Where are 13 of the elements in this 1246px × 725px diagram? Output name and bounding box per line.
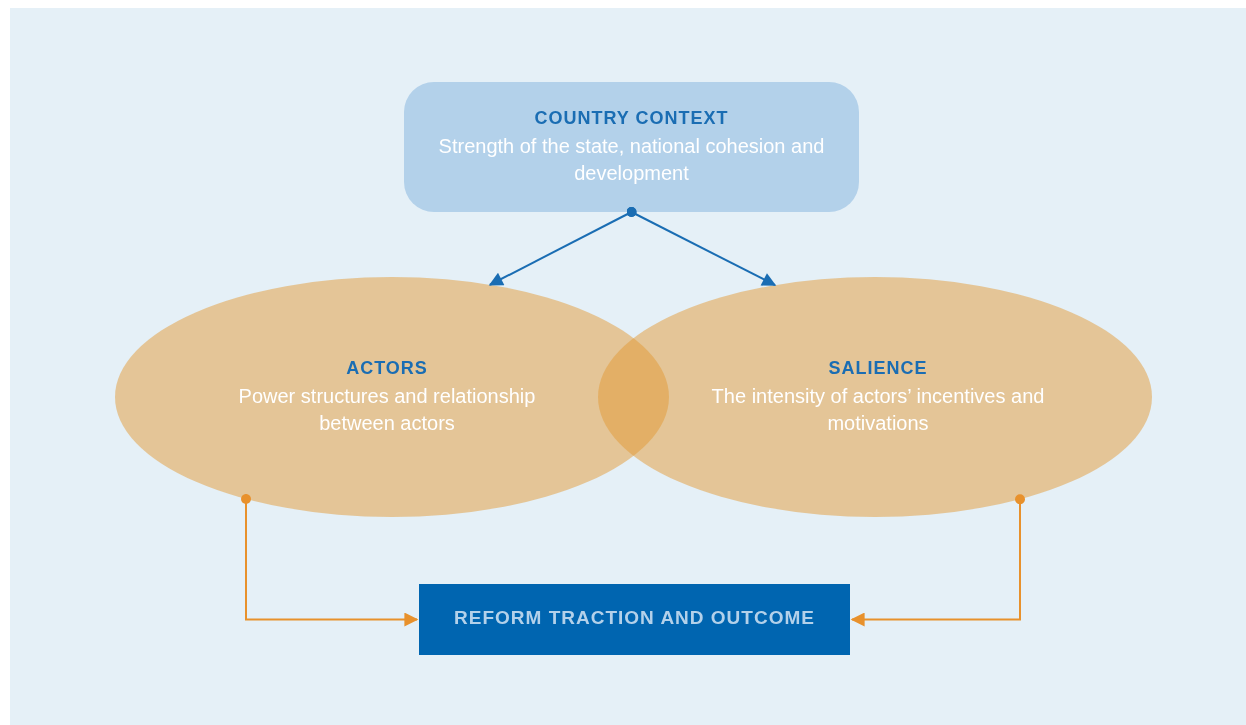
heading: REFORM TRACTION AND OUTCOME: [454, 606, 815, 629]
arrow: [626, 207, 777, 287]
arrow: [850, 494, 1025, 627]
description: Power structures and relationship between actors: [237, 383, 537, 436]
heading: COUNTRY CONTEXT: [534, 107, 729, 129]
context-box: [404, 82, 859, 212]
arrow: [241, 494, 419, 627]
salience-ellipse: [598, 277, 1152, 517]
description: Strength of the state, national cohesion and development: [437, 133, 826, 186]
outcome-box: [419, 584, 850, 655]
description: The intensity of actors’ incentives and motivations: [710, 383, 1046, 436]
heading: ACTORS: [346, 357, 428, 379]
heading: SALIENCE: [828, 357, 928, 379]
